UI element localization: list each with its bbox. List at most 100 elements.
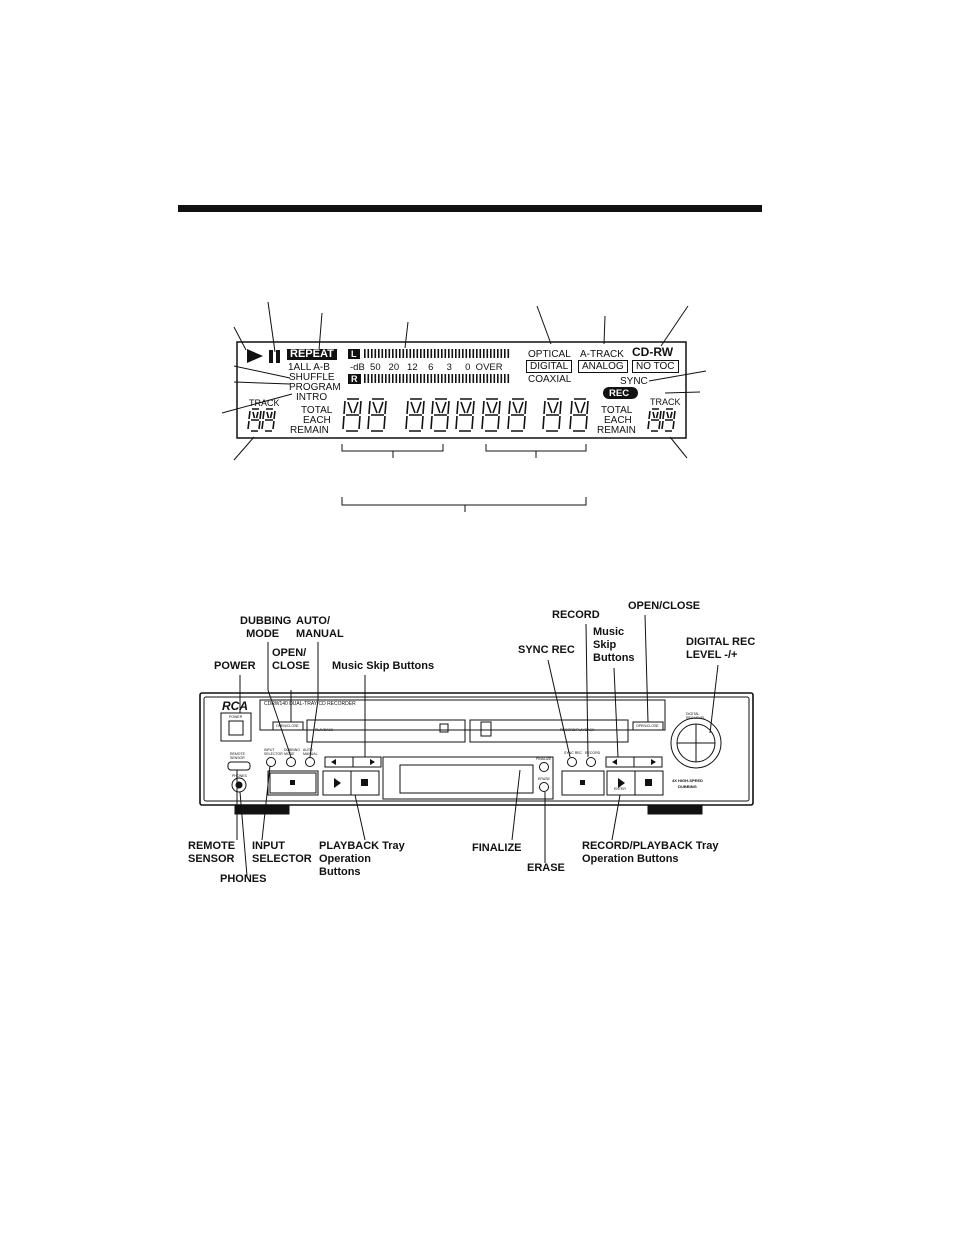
sync-rec-small: SYNC REC bbox=[564, 751, 583, 755]
callout-dubbing-mode: DUBBING MODE bbox=[240, 615, 292, 640]
segment-digit bbox=[405, 398, 425, 432]
meter-segment bbox=[381, 374, 384, 383]
meter-segment bbox=[406, 349, 408, 358]
finalize-small: FINALIZE bbox=[536, 757, 552, 761]
segment-digit bbox=[367, 398, 387, 432]
meter-segment bbox=[448, 374, 450, 383]
segment-digit bbox=[247, 408, 262, 432]
meter-segment bbox=[364, 374, 366, 383]
meter-segment bbox=[381, 349, 384, 358]
meter-segment bbox=[500, 374, 503, 383]
meter-segment bbox=[385, 374, 387, 383]
callout-open-close-left: OPEN/ CLOSE bbox=[272, 647, 310, 672]
callout-remote-sensor: REMOTE SENSOR bbox=[188, 840, 236, 865]
meter-segment bbox=[423, 374, 426, 383]
meter-segment bbox=[472, 374, 475, 383]
meter-segment bbox=[430, 374, 433, 383]
total-label-left: TOTAL bbox=[301, 405, 333, 416]
meter-segment bbox=[427, 349, 429, 358]
callout-auto-manual: AUTO/ MANUAL bbox=[296, 615, 344, 640]
meter-segment bbox=[388, 374, 391, 383]
meter-segment bbox=[409, 349, 412, 358]
meter-segment bbox=[399, 349, 401, 358]
meter-segment bbox=[409, 374, 412, 383]
meter-segment bbox=[416, 349, 419, 358]
record-small: RECORD bbox=[585, 751, 601, 755]
record-playback-tray-small: RECORD/PLAYBACK bbox=[560, 728, 595, 732]
meter-segment bbox=[434, 374, 436, 383]
meter-segment bbox=[385, 349, 387, 358]
db-scale: -dB 50 20 12 6 3 0 OVER bbox=[350, 362, 503, 373]
callout-erase: ERASE bbox=[527, 862, 565, 874]
meter-segment bbox=[465, 349, 468, 358]
meter-segment bbox=[493, 349, 496, 358]
display-leader-lines bbox=[221, 301, 707, 512]
meter-segment bbox=[476, 349, 478, 358]
open-close-left-small: OPEN/CLOSE bbox=[276, 724, 299, 728]
meter-segment bbox=[497, 349, 499, 358]
meter-segment bbox=[374, 374, 377, 383]
meter-segment bbox=[458, 349, 461, 358]
track-label-left: TRACK bbox=[249, 398, 280, 408]
meter-segment bbox=[472, 349, 475, 358]
meter-segment bbox=[371, 349, 373, 358]
brand-logo: RCA bbox=[222, 699, 248, 713]
meter-segment bbox=[413, 374, 415, 383]
meter-segment bbox=[416, 374, 419, 383]
meter-segment bbox=[367, 349, 370, 358]
meter-segment bbox=[374, 349, 377, 358]
cd-rw-indicator: CD-RW bbox=[632, 345, 674, 359]
open-close-right-small: OPEN/CLOSE bbox=[636, 724, 659, 728]
meter-segment bbox=[476, 374, 478, 383]
meter-segment bbox=[497, 374, 499, 383]
auto-small: AUTO MANUAL bbox=[303, 748, 318, 756]
callout-music-skip-right: Music Skip Buttons bbox=[593, 626, 635, 664]
intro-indicator: INTRO bbox=[296, 392, 328, 403]
coaxial-indicator: COAXIAL bbox=[528, 374, 572, 385]
segment-digit bbox=[430, 398, 450, 432]
meter-segment bbox=[455, 374, 457, 383]
callout-power: POWER bbox=[214, 660, 256, 672]
meter-segment bbox=[486, 349, 489, 358]
callout-record: RECORD bbox=[552, 609, 600, 621]
repeat-indicator: REPEAT bbox=[287, 349, 337, 360]
front-panel-drawing bbox=[199, 614, 754, 877]
dubbing-speed-label: 4X HIGH-SPEED DUBBING bbox=[672, 778, 703, 789]
input-selector-small: INPUT SELECTOR bbox=[264, 748, 283, 756]
analog-indicator: ANALOG bbox=[578, 360, 628, 373]
segment-digit bbox=[542, 398, 562, 432]
meter-segment bbox=[493, 374, 496, 383]
segment-digit bbox=[481, 398, 501, 432]
meter-segment bbox=[507, 349, 510, 358]
segment-digit bbox=[569, 398, 589, 432]
meter-segment bbox=[364, 349, 366, 358]
model-name: CDRW140 DUAL-TRAY CD RECORDER bbox=[264, 701, 356, 707]
meter-segment bbox=[441, 349, 443, 358]
meter-segment bbox=[378, 374, 380, 383]
meter-segment bbox=[395, 374, 398, 383]
remote-sensor-small-label: REMOTE SENSOR bbox=[230, 752, 245, 760]
meter-l: L bbox=[348, 349, 360, 359]
erase-small: ERASE bbox=[538, 777, 550, 781]
meter-segment bbox=[423, 349, 426, 358]
optical-indicator: OPTICAL bbox=[528, 349, 571, 360]
meter-segment bbox=[469, 349, 471, 358]
meter-segment bbox=[367, 374, 370, 383]
playback-tray-small: PLAYBACK bbox=[315, 728, 334, 732]
meter-segment bbox=[483, 374, 485, 383]
meter-segment bbox=[441, 374, 443, 383]
total-label-right: TOTAL bbox=[601, 405, 633, 416]
meter-segment bbox=[402, 349, 405, 358]
section-rule bbox=[178, 205, 762, 212]
callout-music-skip-left: Music Skip Buttons bbox=[332, 660, 435, 672]
meter-segment bbox=[479, 349, 482, 358]
segment-digit bbox=[647, 408, 662, 432]
meter-segment bbox=[465, 374, 468, 383]
meter-segment bbox=[434, 349, 436, 358]
remain-label-right: REMAIN bbox=[597, 425, 636, 436]
segment-digit bbox=[261, 408, 276, 432]
meter-segment bbox=[378, 349, 380, 358]
meter-segment bbox=[430, 349, 433, 358]
dubbing-small: DUBBING MODE bbox=[284, 748, 300, 756]
power-small-label: POWER bbox=[229, 715, 243, 719]
